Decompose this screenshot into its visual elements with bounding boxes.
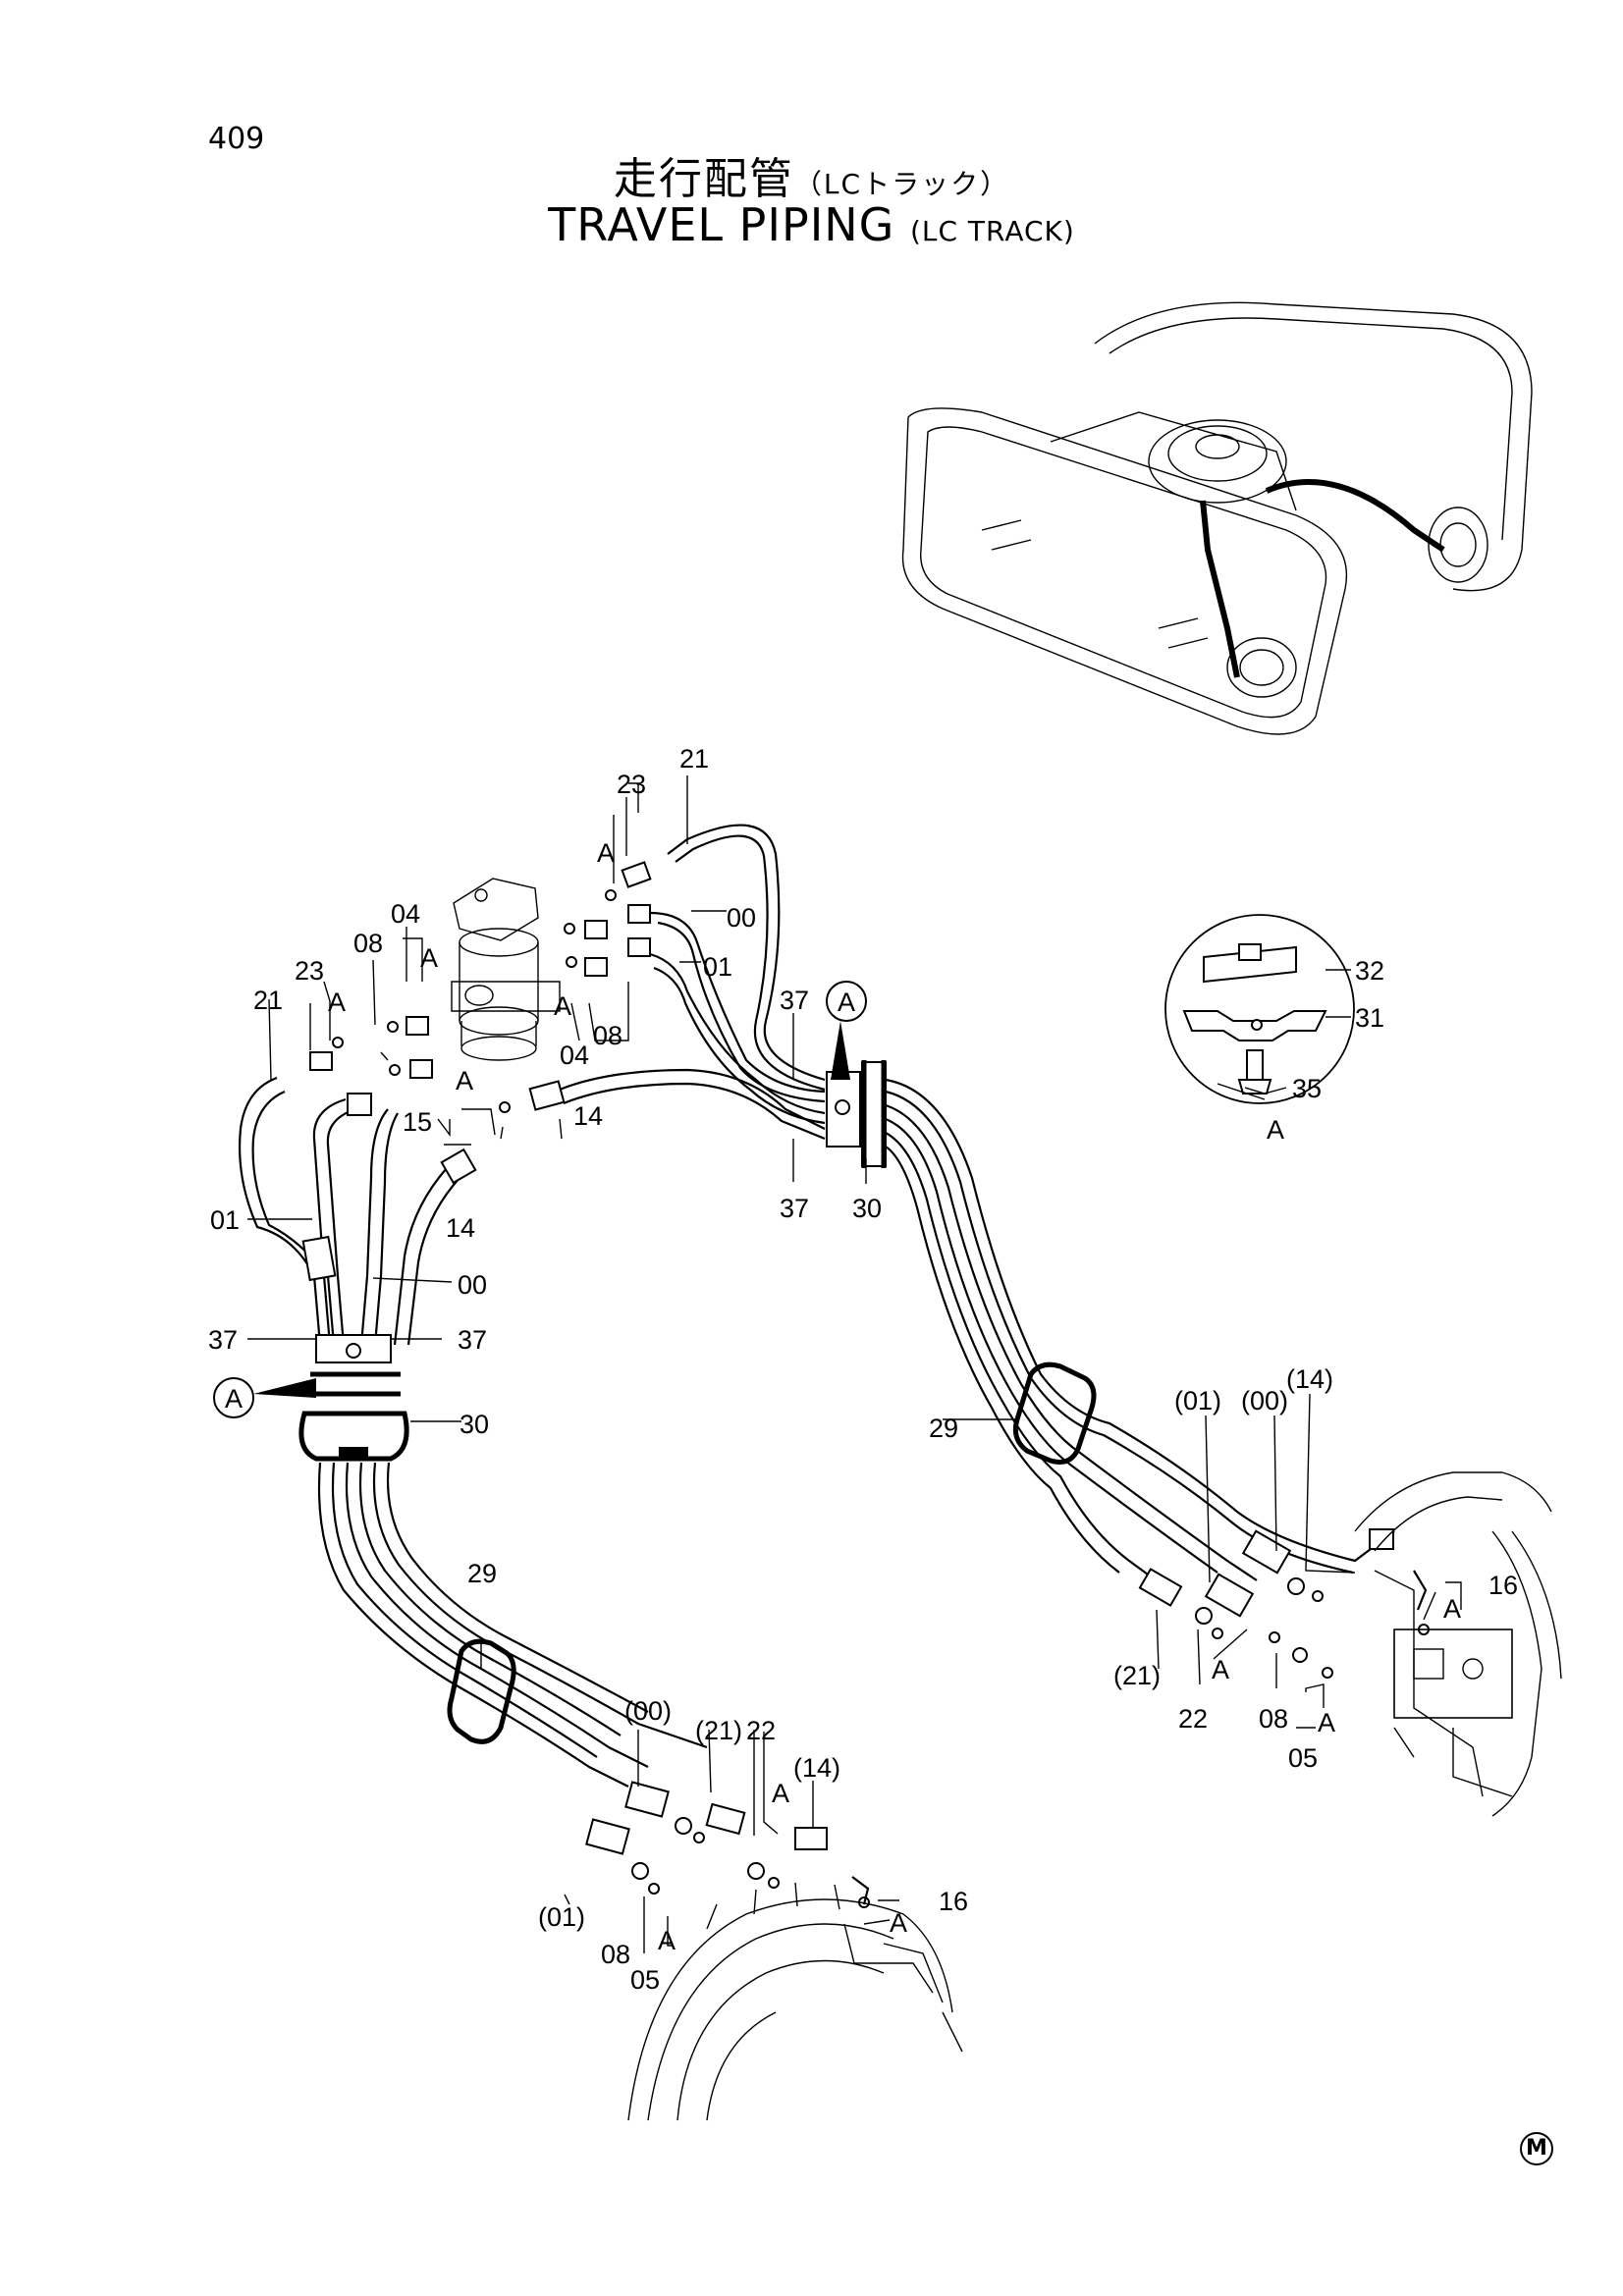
right-motor-fittings xyxy=(1138,1528,1430,1679)
callout-14-a: 14 xyxy=(573,1101,603,1131)
left-motor-fittings xyxy=(585,1781,870,1908)
callout-21-bottom: (21) xyxy=(695,1716,742,1745)
callout-14-b: 14 xyxy=(446,1213,475,1243)
callout-21-left: 21 xyxy=(253,986,283,1015)
callout-a-16-right: A xyxy=(1443,1594,1461,1624)
callout-a-05-bottom: A xyxy=(658,1926,676,1955)
marker-a-left xyxy=(213,1377,254,1418)
clamp-left xyxy=(298,1334,409,1462)
title-jp-sub: （LCトラック） xyxy=(793,168,1010,200)
callout-a-left: A xyxy=(328,988,346,1017)
detail-a-circle xyxy=(1164,914,1355,1104)
callout-01-bottom: (01) xyxy=(538,1902,585,1932)
swivel-joint xyxy=(451,878,561,1061)
title-en-sub: (LC TRACK) xyxy=(909,215,1075,247)
callout-a-mid: A xyxy=(420,943,438,973)
callout-00-left: 00 xyxy=(458,1270,487,1300)
callout-14-bottom: (14) xyxy=(793,1753,840,1783)
swivel-fittings xyxy=(309,861,652,1113)
callout-04-b: 04 xyxy=(560,1041,589,1070)
marker-a-left-label: A xyxy=(225,1384,243,1414)
title-jp-main: 走行配管 xyxy=(613,154,794,204)
callout-a-22-right: A xyxy=(1212,1655,1229,1684)
callout-16-right: 16 xyxy=(1488,1571,1518,1600)
callout-05-right: 05 xyxy=(1288,1743,1318,1773)
callout-05-bottom: 05 xyxy=(630,1965,660,1995)
marker-a-top xyxy=(826,981,867,1022)
callout-00-right: (00) xyxy=(1241,1386,1288,1415)
hoses-right-bundle xyxy=(885,1078,1395,1583)
callout-labels: 21 23 A 00 01 04 08 A A 04 08 23 21 A 15… xyxy=(208,744,1518,1995)
callout-a-05-right: A xyxy=(1318,1708,1335,1737)
callout-a-15: A xyxy=(456,1066,473,1095)
leader-lines xyxy=(247,775,1462,1953)
callout-22-bottom: 22 xyxy=(746,1716,776,1745)
callout-04-a: 04 xyxy=(391,899,420,929)
callout-a-top: A xyxy=(597,838,615,868)
callout-31: 31 xyxy=(1355,1003,1384,1033)
callout-01-top: 01 xyxy=(703,952,732,982)
callout-a-b: A xyxy=(554,991,571,1021)
left-travel-motor xyxy=(627,1882,963,2121)
title-english: TRAVEL PIPING (LC TRACK) xyxy=(0,198,1623,251)
callout-37-right: 37 xyxy=(458,1325,487,1355)
callout-37-top: 37 xyxy=(780,986,809,1015)
callout-14-right: (14) xyxy=(1286,1364,1333,1394)
callout-29-bottom: 29 xyxy=(467,1559,497,1588)
hoses-top-right xyxy=(528,824,826,1141)
callout-00-bottom: (00) xyxy=(624,1696,672,1726)
corner-mark: M xyxy=(1520,2132,1553,2165)
callout-21-right: (21) xyxy=(1113,1661,1161,1690)
marker-a-top-label: A xyxy=(838,988,855,1017)
callout-23-top: 23 xyxy=(617,770,646,799)
right-travel-motor xyxy=(1354,1471,1562,1817)
title-japanese: 走行配管（LCトラック） xyxy=(0,143,1623,206)
callout-29-right: 29 xyxy=(929,1414,958,1443)
callout-a-22-bottom: A xyxy=(772,1779,789,1808)
page-number: 409 xyxy=(208,122,265,156)
callout-30-top: 30 xyxy=(852,1194,882,1223)
circled-a-markers: A A xyxy=(213,981,867,1418)
undercarriage-overview xyxy=(901,301,1533,735)
callout-08-b: 08 xyxy=(593,1021,622,1050)
callout-35: 35 xyxy=(1292,1074,1322,1103)
callout-08-a: 08 xyxy=(353,929,383,958)
callout-08-right: 08 xyxy=(1259,1704,1288,1734)
clamp-top xyxy=(826,1060,887,1168)
callout-01-left: 01 xyxy=(210,1205,240,1235)
callout-21-top: 21 xyxy=(679,744,709,774)
callout-37-left: 37 xyxy=(208,1325,238,1355)
callout-01-right: (01) xyxy=(1174,1386,1221,1415)
callout-a-16-bottom: A xyxy=(890,1908,907,1938)
callout-00-top: 00 xyxy=(727,903,756,933)
callout-a-detail: A xyxy=(1267,1115,1284,1145)
callout-15: 15 xyxy=(403,1107,432,1137)
callout-08-bottom: 08 xyxy=(601,1940,630,1969)
callout-23-left: 23 xyxy=(295,956,324,986)
callout-16-bottom: 16 xyxy=(939,1887,968,1916)
callout-32: 32 xyxy=(1355,956,1384,986)
hoses-left-upper xyxy=(238,1076,477,1346)
callout-37-bottom: 37 xyxy=(780,1194,809,1223)
callout-22-right: 22 xyxy=(1178,1704,1208,1734)
hoses-left-lower xyxy=(317,1462,708,1788)
title-en-main: TRAVEL PIPING xyxy=(548,198,895,251)
callout-30-left: 30 xyxy=(460,1410,489,1439)
